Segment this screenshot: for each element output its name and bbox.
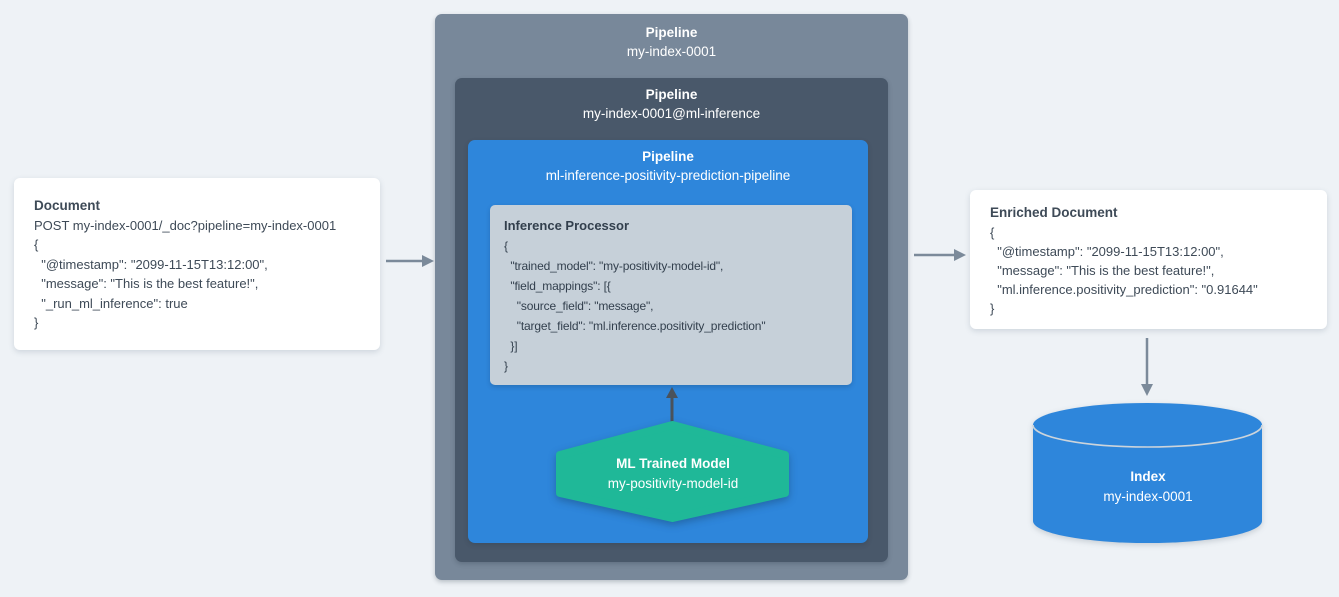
inference-processor-json: { "trained_model": "my-positivity-model-… xyxy=(504,239,766,373)
arrow-down-icon xyxy=(1141,338,1153,396)
enriched-document-json: { "@timestamp": "2099-11-15T13:12:00", "… xyxy=(990,224,1258,316)
index-title: Index xyxy=(1130,469,1166,484)
pipeline-middle-subtitle: my-index-0001@ml-inference xyxy=(582,106,761,121)
document-card-title: Document xyxy=(34,198,101,213)
pipeline-inner-subtitle: ml-inference-positivity-prediction-pipel… xyxy=(545,168,791,183)
index-name: my-index-0001 xyxy=(1103,489,1193,504)
arrow-right-icon xyxy=(914,249,966,261)
enriched-document-title: Enriched Document xyxy=(990,205,1118,220)
arrow-up-icon xyxy=(666,387,678,425)
arrow-right-icon xyxy=(386,255,434,267)
index-cylinder xyxy=(1032,403,1263,543)
pipeline-middle-box: Pipeline my-index-0001@ml-inference Pipe… xyxy=(455,78,888,562)
pipeline-middle-title: Pipeline xyxy=(645,87,698,102)
pipeline-inner-title: Pipeline xyxy=(642,149,694,164)
inference-processor-box: Inference Processor { "trained_model": "… xyxy=(490,205,852,385)
ml-trained-model-title: ML Trained Model xyxy=(616,456,730,471)
inference-processor-title: Inference Processor xyxy=(504,218,630,233)
pipeline-outer-title: Pipeline xyxy=(645,25,698,40)
index-label: Index my-index-0001 xyxy=(1030,467,1266,507)
ml-trained-model-id: my-positivity-model-id xyxy=(607,476,739,491)
ml-trained-model-label: ML Trained Model my-positivity-model-id xyxy=(548,454,798,494)
document-card-json: POST my-index-0001/_doc?pipeline=my-inde… xyxy=(34,217,337,331)
enriched-document-card: Enriched Document { "@timestamp": "2099-… xyxy=(970,190,1327,329)
pipeline-outer-box: Pipeline my-index-0001 Pipeline my-index… xyxy=(435,14,908,580)
document-card: Document POST my-index-0001/_doc?pipelin… xyxy=(14,178,380,350)
ml-trained-model-hexagon xyxy=(556,421,789,522)
pipeline-outer-subtitle: my-index-0001 xyxy=(626,44,717,59)
